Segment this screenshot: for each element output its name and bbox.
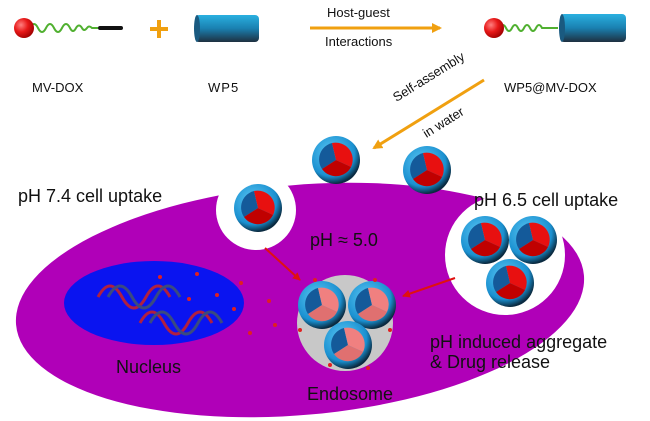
nanoparticle bbox=[486, 259, 534, 307]
wp5-mv-dox-label: WP5@MV-DOX bbox=[504, 80, 597, 95]
drug-release-label-1: pH induced aggregate bbox=[430, 332, 608, 352]
mv-dox-label: MV-DOX bbox=[32, 80, 84, 95]
nanoparticle bbox=[234, 184, 282, 232]
nanoparticle-aggregated bbox=[324, 321, 372, 369]
nucleus bbox=[64, 261, 244, 345]
endosome-label: Endosome bbox=[307, 384, 394, 404]
mv-dox-molecule-icon bbox=[14, 18, 123, 38]
endosome-ph-label: pH ≈ 5.0 bbox=[310, 230, 378, 250]
drug-release-label-2: & Drug release bbox=[430, 352, 551, 372]
wp5-pillar-icon bbox=[194, 15, 259, 42]
nucleus-label: Nucleus bbox=[116, 357, 182, 377]
interactions-label: Interactions bbox=[325, 34, 393, 49]
uptake-arrow-right bbox=[402, 277, 456, 298]
wp5-mv-dox-complex-icon bbox=[484, 14, 626, 42]
uptake-arrow-left bbox=[264, 247, 301, 281]
nanoparticle bbox=[312, 136, 360, 184]
nanoparticle bbox=[403, 146, 451, 194]
uptake-ph74-label: pH 7.4 cell uptake bbox=[18, 186, 163, 206]
uptake-ph65-label: pH 6.5 cell uptake bbox=[474, 190, 619, 210]
nanoparticle bbox=[509, 216, 557, 264]
host-guest-label: Host-guest bbox=[327, 5, 390, 20]
plus-icon bbox=[150, 20, 168, 38]
self-assembly-arrow bbox=[372, 78, 485, 150]
nanoparticle-aggregated bbox=[348, 281, 396, 329]
released-drug-dots bbox=[158, 272, 392, 370]
wp5-label: WP5 bbox=[208, 80, 240, 95]
dna-icon bbox=[96, 284, 224, 336]
nanoparticle bbox=[461, 216, 509, 264]
nanoparticle-aggregated bbox=[298, 281, 346, 329]
